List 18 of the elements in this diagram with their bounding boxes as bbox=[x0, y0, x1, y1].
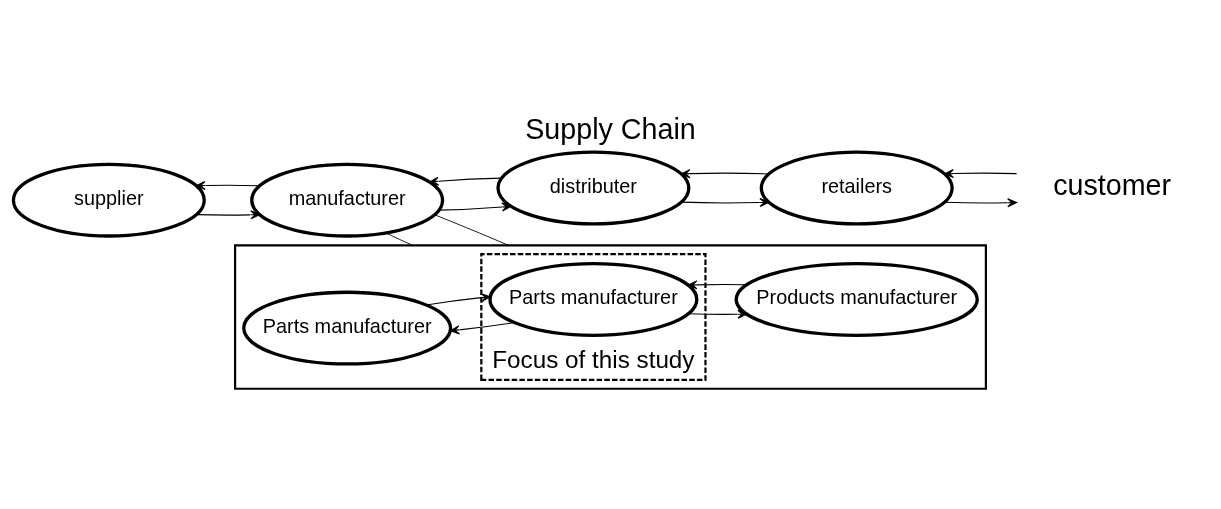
arrow bbox=[425, 293, 491, 306]
arrow bbox=[687, 309, 748, 319]
connector bbox=[385, 232, 414, 246]
diagram-title: Supply Chain bbox=[525, 112, 696, 145]
arrow bbox=[680, 169, 770, 179]
node-ellipse: Parts manufacturer bbox=[242, 290, 453, 366]
node-text: customer bbox=[1053, 169, 1172, 201]
arrow bbox=[428, 176, 503, 186]
arrow bbox=[944, 198, 1018, 208]
arrow bbox=[195, 210, 261, 220]
arrow bbox=[680, 197, 770, 207]
arrow bbox=[195, 181, 261, 191]
connector bbox=[434, 214, 509, 246]
cluster bbox=[234, 244, 987, 390]
arrow bbox=[438, 202, 512, 212]
arrow bbox=[944, 169, 1018, 179]
arrow bbox=[449, 322, 515, 335]
arrow bbox=[687, 280, 748, 290]
